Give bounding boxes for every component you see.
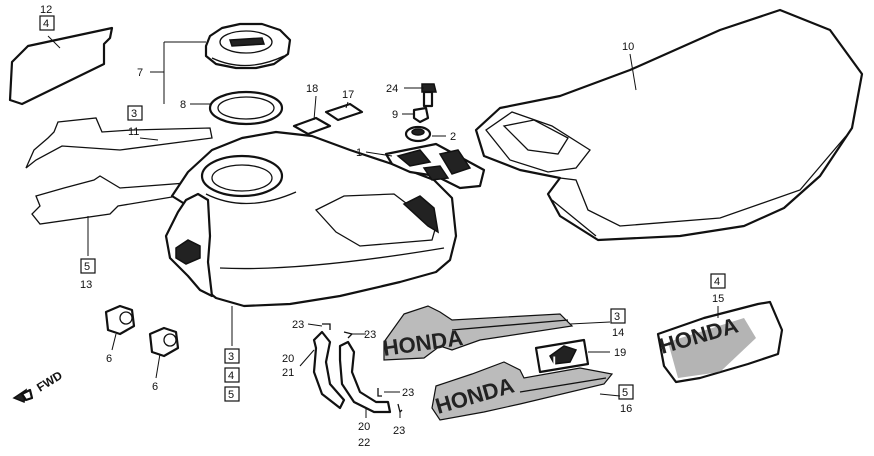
callout-18: 18	[306, 83, 318, 95]
callout-3c: 3	[614, 311, 620, 323]
leader-23a	[307, 323, 323, 327]
callout-7: 7	[137, 67, 143, 79]
callout-23d: 23	[393, 425, 405, 437]
callout-19: 19	[614, 347, 626, 359]
leader-20-21	[299, 349, 315, 367]
tube-clip-b	[343, 331, 354, 339]
callout-4c: 4	[714, 276, 720, 288]
fwd-label: FWD	[34, 368, 65, 395]
leader-6a	[111, 333, 117, 351]
tube-clip-d	[397, 403, 403, 414]
leader-14	[569, 321, 611, 325]
callout-2: 2	[450, 131, 456, 143]
leader-16	[599, 393, 621, 397]
callout-6a: 6	[106, 353, 112, 365]
callout-10: 10	[622, 41, 634, 53]
callout-20b: 20	[358, 421, 370, 433]
leader-10	[629, 53, 637, 91]
mount-bolt	[421, 83, 437, 108]
callout-13: 13	[80, 279, 92, 291]
mount-grommet	[404, 125, 432, 143]
callout-box-3a	[127, 105, 143, 121]
callout-box-5a	[80, 258, 96, 274]
neutral-decal: N	[534, 338, 590, 374]
forward-direction-indicator: FWD	[12, 368, 65, 404]
svg-text:N: N	[546, 353, 556, 369]
callout-24: 24	[386, 83, 398, 95]
callout-4b: 4	[228, 370, 234, 382]
seat	[474, 8, 864, 242]
leader-17	[345, 101, 349, 109]
callout-box-3c	[610, 308, 626, 324]
callout-23c: 23	[402, 387, 414, 399]
callout-5c: 5	[622, 387, 628, 399]
callout-1: 1	[356, 147, 362, 159]
callout-box-5c	[618, 384, 634, 400]
tube-clip-a	[322, 323, 331, 330]
leader-1	[365, 151, 393, 157]
callout-17: 17	[342, 89, 354, 101]
leader-12	[47, 35, 61, 49]
fuel-tank	[164, 130, 458, 308]
callout-11: 11	[128, 126, 139, 138]
fuel-tube-22	[338, 340, 392, 414]
pad-17	[324, 102, 364, 122]
callout-22: 22	[358, 437, 370, 449]
callout-15: 15	[712, 293, 724, 305]
tank-mount-bracket	[384, 142, 486, 190]
leader-6b	[155, 353, 161, 379]
callout-box-3b	[224, 348, 240, 364]
callout-3b: 3	[228, 351, 234, 363]
side-emblem-15: HONDA	[656, 300, 784, 384]
callout-12: 12	[40, 4, 52, 16]
callout-14: 14	[612, 327, 624, 339]
callout-5b: 5	[228, 389, 234, 401]
stripe-decal-upper	[25, 117, 213, 169]
fuel-tube-21	[312, 330, 346, 410]
cushion-b	[148, 326, 180, 358]
leader-18	[313, 95, 317, 121]
pad-18	[292, 116, 332, 136]
callout-16: 16	[620, 403, 632, 415]
decal-strip-top-left	[8, 26, 114, 106]
mount-collar	[412, 106, 430, 124]
callout-box-4c	[710, 273, 726, 289]
callout-12-box: 4	[43, 18, 49, 30]
filler-gasket	[208, 90, 284, 126]
cushion-a	[104, 304, 136, 336]
fuel-filler-cap	[204, 22, 292, 70]
callout-box-12b	[39, 15, 55, 31]
callout-23a: 23	[292, 319, 304, 331]
callout-9: 9	[392, 109, 398, 121]
tube-clip-c	[377, 388, 382, 397]
callout-5a: 5	[84, 261, 90, 273]
callout-box-4b	[224, 367, 240, 383]
callout-6b: 6	[152, 381, 158, 393]
callout-3a: 3	[131, 108, 137, 120]
tank-emblem-16: HONDA	[431, 361, 614, 421]
callout-21: 21	[282, 367, 294, 379]
callout-8: 8	[180, 99, 186, 111]
callout-23b: 23	[364, 329, 376, 341]
callout-box-5b	[224, 386, 240, 402]
callout-20a: 20	[282, 353, 294, 365]
leader-11	[139, 137, 159, 141]
